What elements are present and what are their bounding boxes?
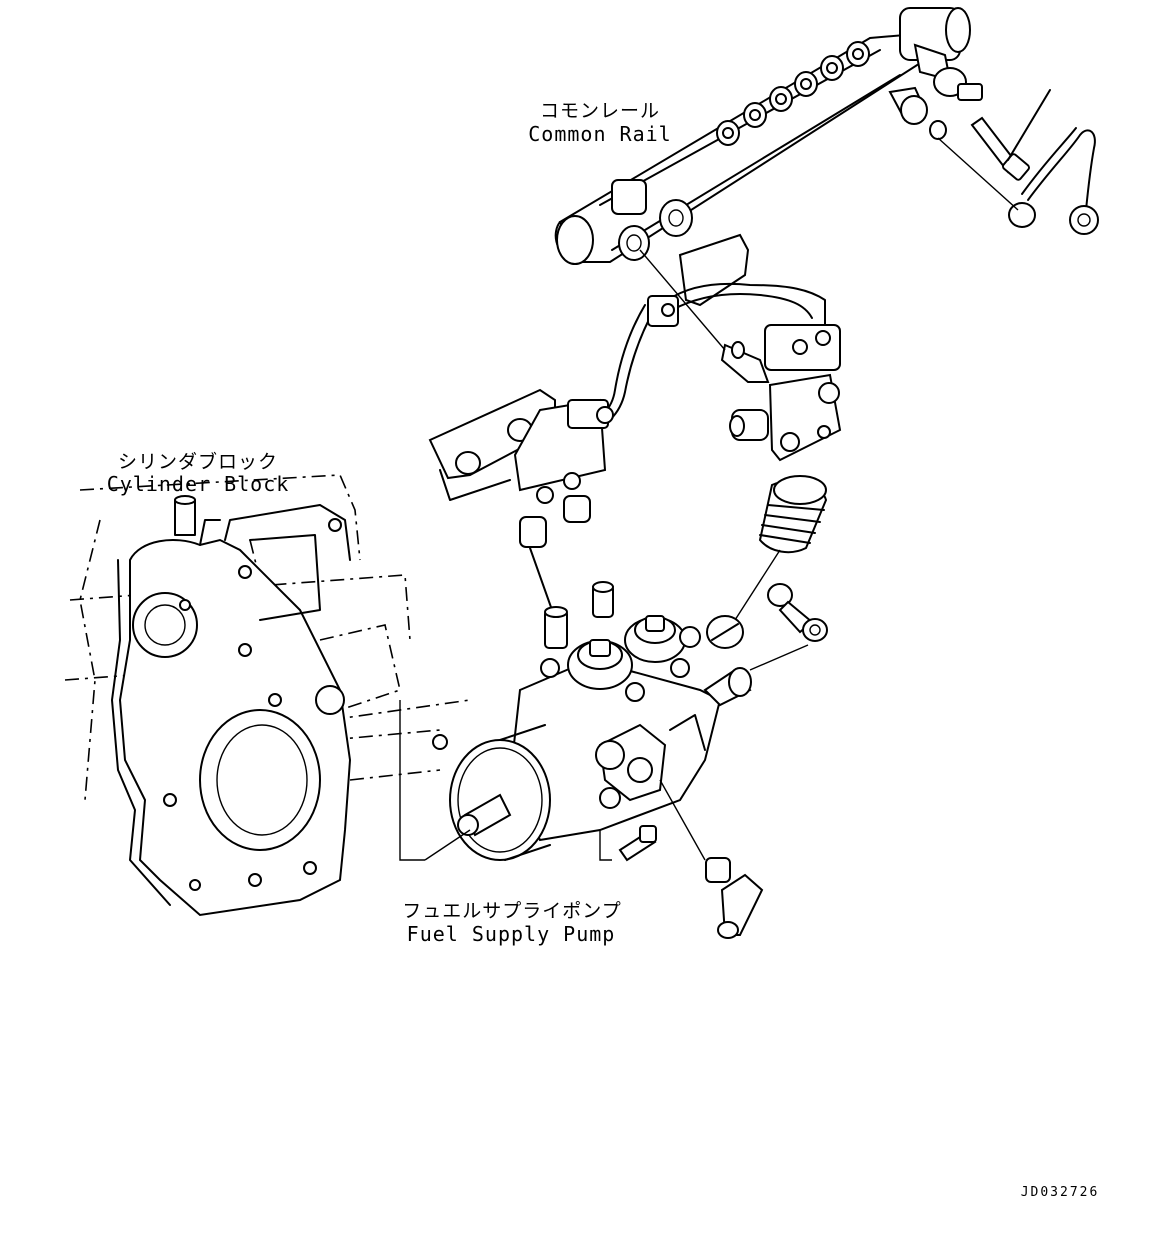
figure-code: JD032726 <box>1020 1185 1100 1200</box>
bellows-boot <box>734 475 828 671</box>
cylinder-block-label-en: Cylinder Block <box>106 472 290 496</box>
common-rail-illustration <box>554 7 1099 265</box>
cylinder-block-label-jp: シリンダブロック <box>117 451 278 473</box>
fuel-supply-pump-illustration <box>449 581 764 939</box>
fuel-pump-label-jp: フュエルサプライポンプ <box>402 900 622 922</box>
cylinder-block-illustration <box>64 474 471 917</box>
leader-lines <box>399 249 726 861</box>
high-pressure-pipes <box>579 233 842 462</box>
pipe-bracket <box>428 388 614 611</box>
common-rail-label-jp: コモンレール <box>539 100 660 122</box>
common-rail-label-en: Common Rail <box>528 122 672 146</box>
fuel-pump-label-en: Fuel Supply Pump <box>406 922 616 946</box>
